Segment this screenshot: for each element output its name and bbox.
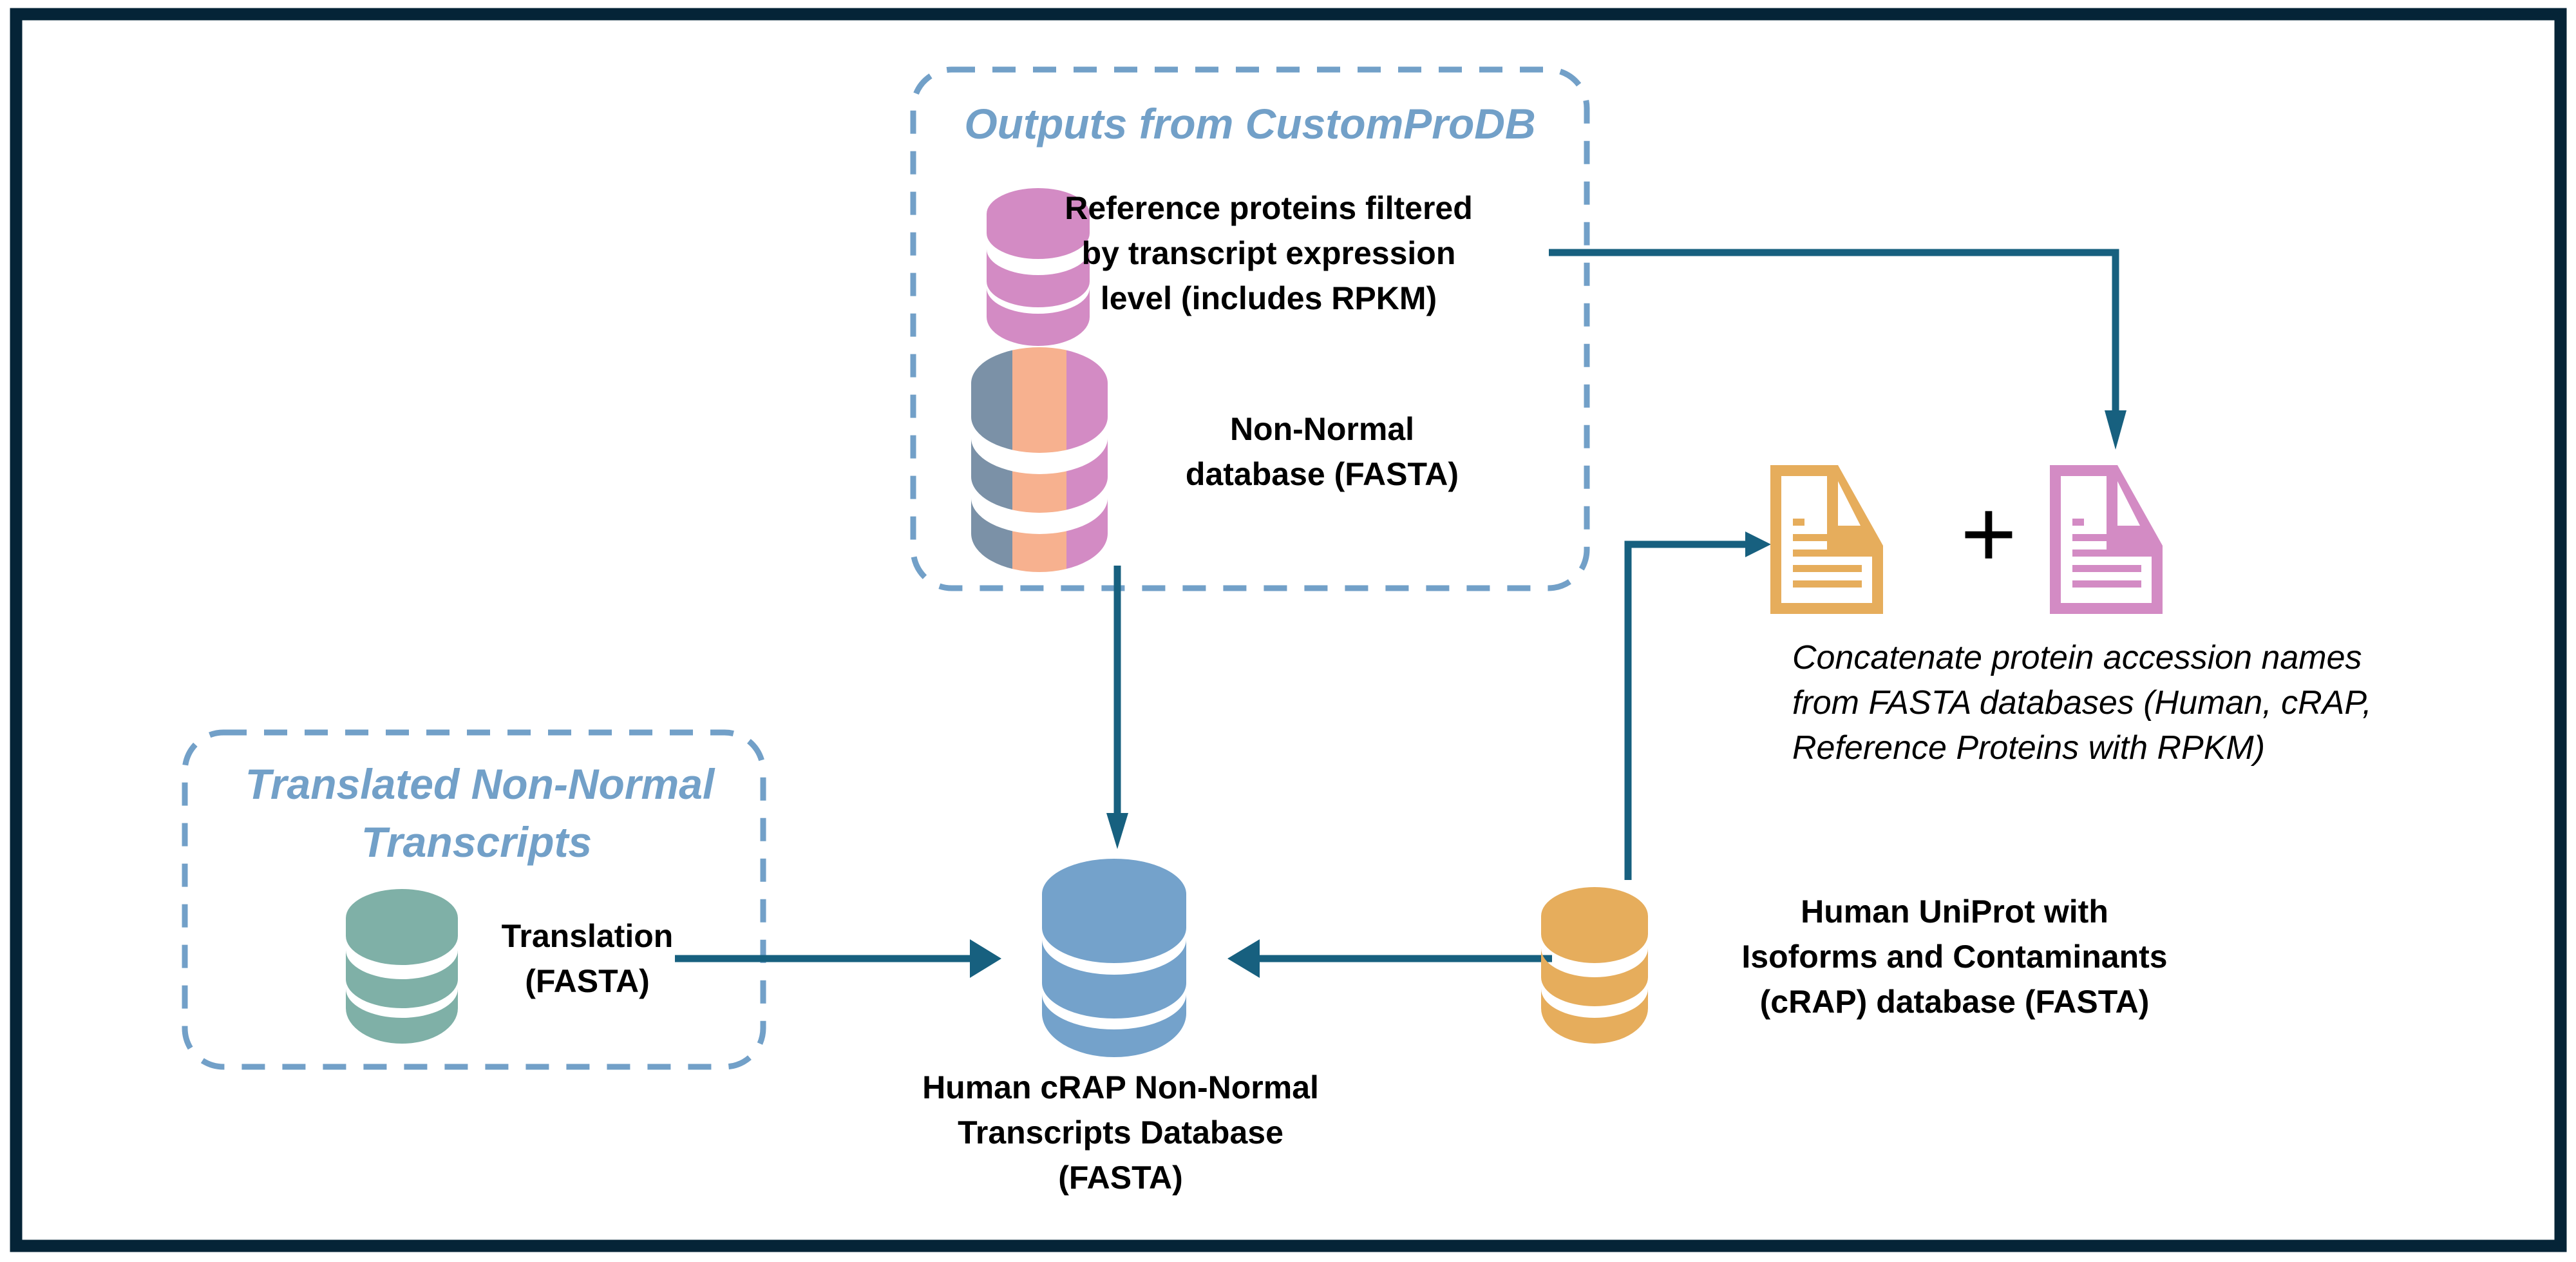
- arrowhead-reference-to-concatenate: [2105, 410, 2126, 450]
- arrowhead-uniprot-to-concatenate: [1745, 531, 1771, 557]
- label-line: Concatenate protein accession names: [1792, 639, 2362, 676]
- edge-reference-to-concatenate: [1549, 249, 2119, 412]
- database-icon-non-normal: [971, 347, 1108, 572]
- database-icon-translation: [346, 889, 458, 1044]
- label-line: Isoforms and Contaminants: [1741, 939, 2167, 975]
- label-reference-proteins: Reference proteins filtered by transcrip…: [1065, 190, 1473, 316]
- arrowhead-nonnormal-to-combined: [1106, 813, 1128, 849]
- label-combined-db: Human cRAP Non-Normal Transcripts Databa…: [922, 1069, 1319, 1196]
- label-line: (FASTA): [525, 963, 649, 999]
- label-line: (cRAP) database (FASTA): [1760, 984, 2150, 1020]
- label-line: by transcript expression: [1082, 235, 1456, 271]
- label-line: Human cRAP Non-Normal: [922, 1069, 1319, 1105]
- document-icon-rpkm: [2050, 465, 2163, 614]
- plus-icon: +: [1960, 479, 2017, 588]
- label-translation: Translation (FASTA): [502, 918, 674, 999]
- database-icon-combined: [1042, 859, 1186, 1057]
- edge-uniprot-to-concatenate: [1624, 540, 1747, 880]
- group-box-customprodb: [910, 66, 1590, 591]
- label-line: from FASTA databases (Human, cRAP,: [1792, 684, 2372, 722]
- database-icon: [987, 188, 1090, 346]
- group-title-translated-line-2: Transcripts: [361, 818, 592, 866]
- database-icon-uniprot: [1541, 887, 1648, 1044]
- label-concatenate: Concatenate protein accession names from…: [1792, 639, 2372, 767]
- label-line: (FASTA): [1058, 1160, 1182, 1196]
- label-line: level (includes RPKM): [1101, 280, 1437, 316]
- arrowhead-uniprot-to-combined: [1227, 939, 1260, 978]
- edges: [675, 249, 2126, 978]
- group-title-translated-line-1: Translated Non-Normal: [245, 760, 715, 808]
- label-uniprot-db: Human UniProt with Isoforms and Contamin…: [1741, 894, 2167, 1020]
- label-line: Non-Normal: [1230, 411, 1414, 447]
- group-title-customprodb: Outputs from CustomProDB: [964, 100, 1535, 148]
- label-line: Translation: [502, 918, 674, 954]
- label-line: Transcripts Database: [958, 1114, 1283, 1151]
- label-non-normal-db: Non-Normal database (FASTA): [1186, 411, 1459, 492]
- label-line: Reference Proteins with RPKM): [1792, 729, 2265, 767]
- label-line: database (FASTA): [1186, 456, 1459, 492]
- outer-frame: [10, 8, 2567, 1252]
- document-icon: [1770, 465, 1883, 614]
- label-line: Reference proteins filtered: [1065, 190, 1473, 226]
- label-line: Human UniProt with: [1801, 894, 2108, 930]
- group-box-translated: [182, 729, 766, 1070]
- arrowhead-translation-to-combined: [970, 939, 1001, 978]
